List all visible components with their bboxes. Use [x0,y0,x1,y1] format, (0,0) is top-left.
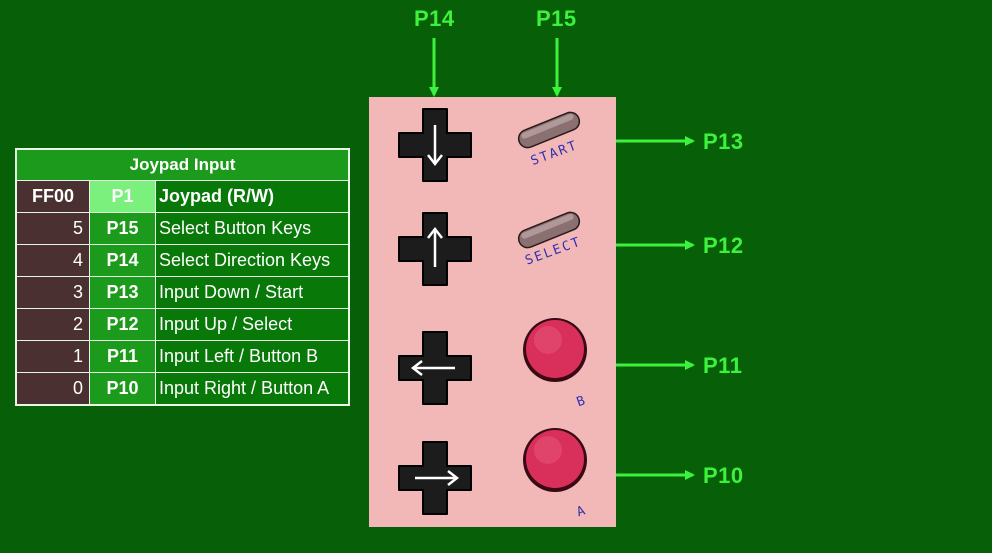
b-button-icon [523,318,587,382]
bit-number: 5 [15,212,90,245]
bit-number: 4 [15,244,90,277]
p11-label: P11 [703,353,743,378]
pin-description: Select Button Keys [155,212,350,245]
dpad-right-icon [398,441,472,515]
dpad-down-icon [398,108,472,182]
pin-name: P11 [89,340,156,373]
pin-description: Input Right / Button A [155,372,350,406]
pin-description: Input Left / Button B [155,340,350,373]
pin-name: P12 [89,308,156,341]
bit-number: 1 [15,340,90,373]
dpad-left-icon [398,331,472,405]
p12-label: P12 [703,233,744,258]
start-button-icon [517,111,581,149]
table-row: 1 P11 Input Left / Button B [15,340,350,373]
dpad-up-icon [398,212,472,286]
bit-number: 2 [15,308,90,341]
bit-number: 0 [15,372,90,406]
table-row: 4 P14 Select Direction Keys [15,244,350,277]
pin-description: Input Down / Start [155,276,350,309]
register-address: FF00 [15,180,90,213]
pin-description: Select Direction Keys [155,244,350,277]
p15-label: P15 [536,6,577,31]
table-title: Joypad Input [15,148,350,181]
pin-name: P10 [89,372,156,406]
register-description: Joypad (R/W) [155,180,350,213]
table-row: 0 P10 Input Right / Button A [15,372,350,406]
table-row: 5 P15 Select Button Keys [15,212,350,245]
p13-label: P13 [703,129,744,154]
bit-number: 3 [15,276,90,309]
table-title-row: Joypad Input [15,148,350,181]
a-button-icon [523,428,587,492]
table-header-row: FF00 P1 Joypad (R/W) [15,180,350,213]
select-button-icon [517,211,581,249]
p14-label: P14 [414,6,455,31]
joypad-register-table: Joypad Input FF00 P1 Joypad (R/W) 5 P15 … [15,148,350,406]
pin-name: P14 [89,244,156,277]
p10-label: P10 [703,463,744,488]
pin-name: P15 [89,212,156,245]
